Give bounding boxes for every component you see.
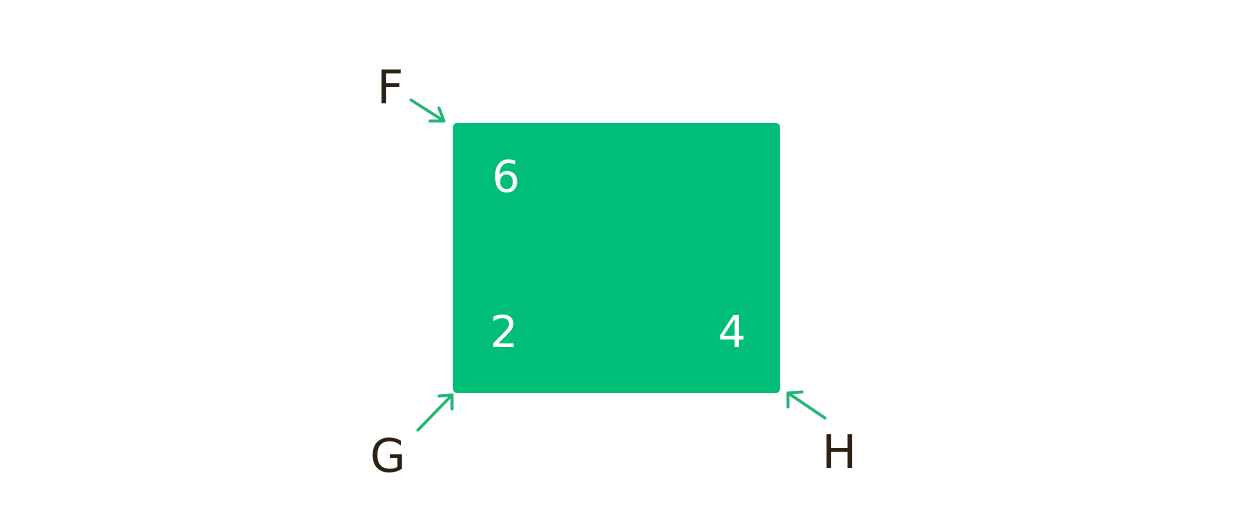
bottom-left-number: 2 (490, 307, 518, 358)
corner-label-h: H (822, 425, 857, 479)
top-left-number: 6 (492, 152, 520, 203)
corner-label-g: G (370, 429, 406, 483)
arrow-g-icon (416, 393, 454, 432)
arrow-f-icon (409, 98, 446, 123)
corner-label-f: F (377, 60, 404, 114)
arrow-h-icon (786, 390, 827, 420)
bottom-right-number: 4 (718, 307, 746, 358)
green-rectangle (453, 123, 780, 393)
